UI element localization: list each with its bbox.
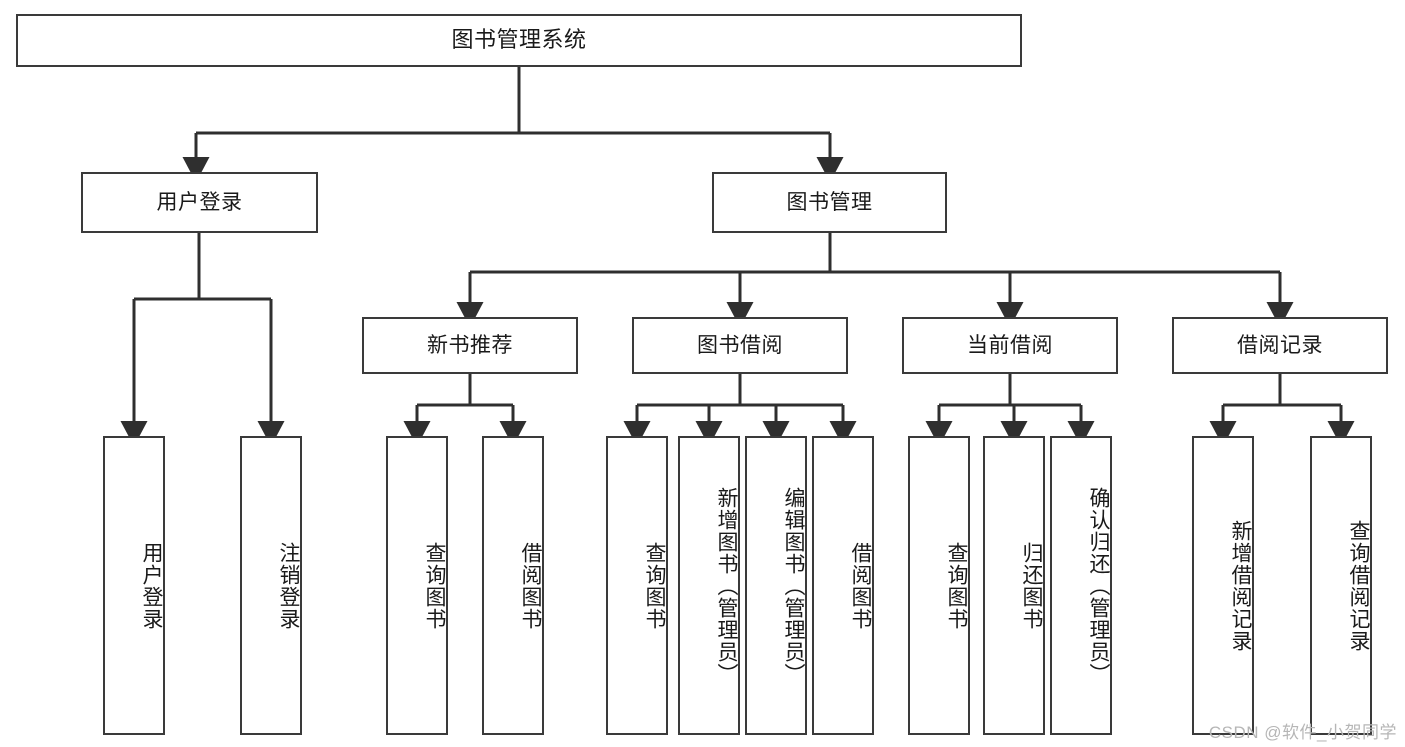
leaf-borrow-book-new[interactable]: 借阅图书 <box>482 436 544 735</box>
node-book-management[interactable]: 图书管理 <box>712 172 947 233</box>
leaf-borrow-book-new-label: 借阅图书 <box>519 541 542 630</box>
node-current-borrow-label: 当前借阅 <box>967 333 1053 357</box>
leaf-query-book-new-label: 查询图书 <box>423 541 446 630</box>
node-borrow-record[interactable]: 借阅记录 <box>1172 317 1388 374</box>
leaf-add-book-admin-label: 新增图书（管理员） <box>715 486 738 685</box>
leaf-query-borrow-record-label: 查询借阅记录 <box>1347 519 1370 652</box>
leaf-confirm-return-admin-label: 确认归还（管理员） <box>1087 486 1110 685</box>
node-new-book-recommend-label: 新书推荐 <box>427 333 513 357</box>
leaf-lend-book[interactable]: 借阅图书 <box>812 436 874 735</box>
leaf-logout[interactable]: 注销登录 <box>240 436 302 735</box>
leaf-query-book-borrow[interactable]: 查询图书 <box>606 436 668 735</box>
leaf-lend-book-label: 借阅图书 <box>849 541 872 630</box>
leaf-add-book-admin[interactable]: 新增图书（管理员） <box>678 436 740 735</box>
node-book-borrow-label: 图书借阅 <box>697 333 783 357</box>
leaf-confirm-return-admin[interactable]: 确认归还（管理员） <box>1050 436 1112 735</box>
leaf-edit-book-admin-label: 编辑图书（管理员） <box>782 486 805 685</box>
node-root-label: 图书管理系统 <box>451 27 587 53</box>
leaf-query-book-borrow-label: 查询图书 <box>643 541 666 630</box>
leaf-return-book-label: 归还图书 <box>1020 541 1043 630</box>
leaf-query-borrow-record[interactable]: 查询借阅记录 <box>1310 436 1372 735</box>
leaf-query-book-current[interactable]: 查询图书 <box>908 436 970 735</box>
node-user-login[interactable]: 用户登录 <box>81 172 318 233</box>
leaf-user-login[interactable]: 用户登录 <box>103 436 165 735</box>
node-borrow-record-label: 借阅记录 <box>1237 333 1323 357</box>
leaf-query-book-new[interactable]: 查询图书 <box>386 436 448 735</box>
leaf-logout-label: 注销登录 <box>277 541 300 630</box>
node-book-borrow[interactable]: 图书借阅 <box>632 317 848 374</box>
node-new-book-recommend[interactable]: 新书推荐 <box>362 317 578 374</box>
node-user-login-label: 用户登录 <box>156 190 243 214</box>
leaf-add-borrow-record[interactable]: 新增借阅记录 <box>1192 436 1254 735</box>
leaf-edit-book-admin[interactable]: 编辑图书（管理员） <box>745 436 807 735</box>
leaf-query-book-current-label: 查询图书 <box>945 541 968 630</box>
leaf-add-borrow-record-label: 新增借阅记录 <box>1229 519 1252 652</box>
csdn-watermark: CSDN @软件_小贺同学 <box>1208 723 1397 742</box>
leaf-user-login-label: 用户登录 <box>140 541 163 630</box>
node-root-system[interactable]: 图书管理系统 <box>16 14 1022 67</box>
leaf-return-book[interactable]: 归还图书 <box>983 436 1045 735</box>
node-current-borrow[interactable]: 当前借阅 <box>902 317 1118 374</box>
node-book-management-label: 图书管理 <box>786 190 873 214</box>
